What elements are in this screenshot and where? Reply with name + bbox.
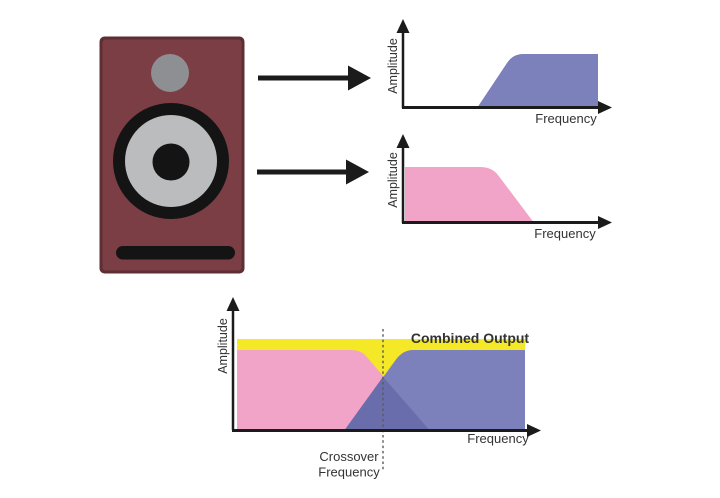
y-axis-arrow-icon: [396, 19, 410, 33]
y-axis-arrow-icon: [396, 134, 410, 148]
crossover-frequency-label-line2: Frequency: [318, 465, 380, 480]
highpass-x-axis-label: Frequency: [535, 111, 597, 126]
tweeter-icon: [151, 54, 189, 92]
arrow-head-icon: [348, 65, 371, 91]
y-axis-arrow-icon: [226, 297, 240, 311]
x-axis-arrow-icon: [598, 216, 612, 229]
speaker-illustration: [99, 36, 245, 274]
combined-output-label: Combined Output: [411, 330, 530, 346]
lowpass-curve-area: [405, 167, 533, 222]
combined-x-axis-label: Frequency: [467, 431, 529, 446]
highpass-y-axis-label: Amplitude: [386, 38, 400, 94]
bass-port-icon: [116, 246, 235, 260]
combined-y-axis-label: Amplitude: [216, 318, 230, 374]
arrow-to-highpass: [258, 65, 371, 91]
highpass-curve-area: [478, 54, 598, 107]
lowpass-x-axis-label: Frequency: [534, 226, 596, 241]
lowpass-chart: Amplitude Frequency: [386, 134, 612, 241]
x-axis-arrow-icon: [598, 101, 612, 114]
x-axis-arrow-icon: [527, 424, 541, 437]
filter-overlap-area: [345, 376, 429, 430]
combined-chart: Combined Output Amplitude Frequency Cros…: [216, 297, 541, 480]
lowpass-y-axis-label: Amplitude: [386, 152, 400, 208]
arrow-head-icon: [346, 159, 369, 185]
woofer-dustcap-icon: [152, 143, 190, 181]
arrow-to-lowpass: [257, 159, 369, 185]
highpass-chart: Amplitude Frequency: [386, 19, 612, 126]
crossover-frequency-label-line1: Crossover: [319, 449, 379, 464]
